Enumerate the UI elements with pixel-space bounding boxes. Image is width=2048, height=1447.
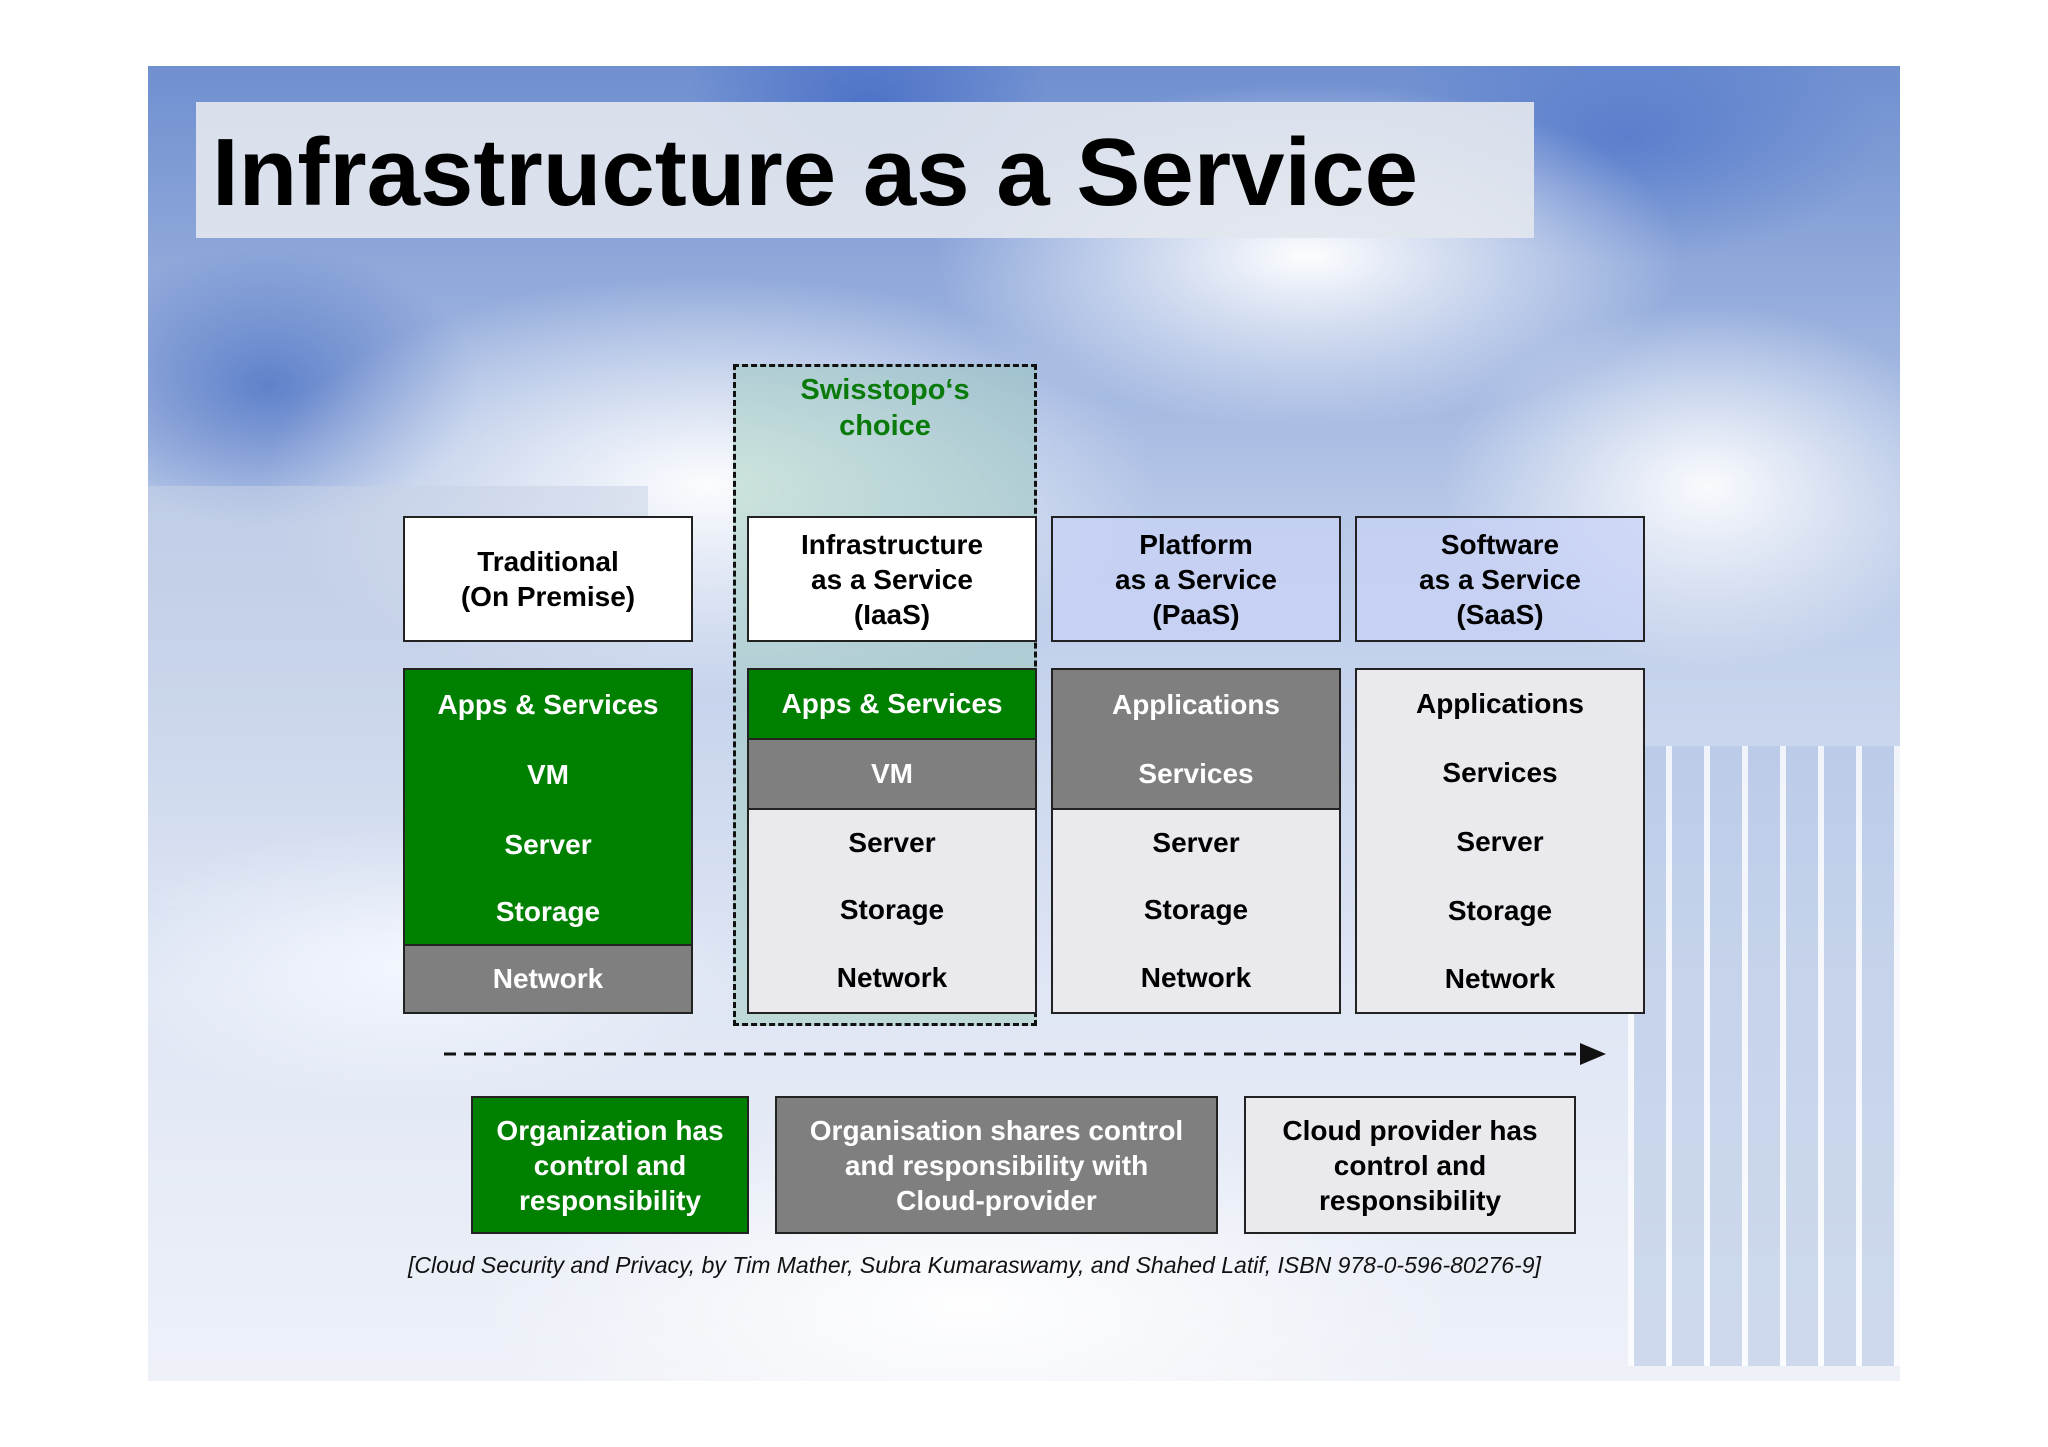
title-band xyxy=(196,102,1534,238)
layer-vm: VM xyxy=(749,738,1035,808)
heading-line: as a Service xyxy=(811,563,973,595)
background-building-right xyxy=(1628,746,1900,1366)
heading-line: Software xyxy=(1440,528,1560,560)
stack-traditional: Apps & Services VM Server Storage Networ… xyxy=(403,668,693,1014)
box-line: responsibility xyxy=(518,1184,702,1216)
layer-storage: Storage xyxy=(749,876,1035,944)
layer-server: Server xyxy=(1053,808,1339,876)
heading-paas: Platform as a Service (PaaS) xyxy=(1051,516,1341,642)
layer-apps-services: Apps & Services xyxy=(749,670,1035,738)
citation: [Cloud Security and Privacy, by Tim Math… xyxy=(408,1252,1541,1278)
box-line: Organization has xyxy=(496,1114,724,1146)
choice-line-2: choice xyxy=(839,410,931,442)
heading-saas: Software as a Service (SaaS) xyxy=(1355,516,1645,642)
layer-network: Network xyxy=(749,944,1035,1012)
box-line: responsibility xyxy=(1318,1184,1502,1216)
layer-applications: Applications xyxy=(1053,670,1339,740)
box-organization-control: Organization has control and responsibil… xyxy=(471,1096,749,1234)
layer-network: Network xyxy=(1357,946,1643,1012)
heading-line: as a Service xyxy=(1115,563,1277,595)
heading-traditional: Traditional (On Premise) xyxy=(403,516,693,642)
layer-storage: Storage xyxy=(1053,876,1339,944)
layer-network: Network xyxy=(1053,944,1339,1012)
box-line: Cloud provider has xyxy=(1282,1114,1538,1146)
arrow-head-icon xyxy=(1580,1043,1606,1065)
stack-iaas: Apps & Services VM Server Storage Networ… xyxy=(747,668,1037,1014)
box-line: control and xyxy=(533,1149,687,1181)
box-shared-control: Organisation shares control and responsi… xyxy=(775,1096,1218,1234)
choice-line-1: Swisstopo‘s xyxy=(800,374,970,406)
box-line: control and xyxy=(1333,1149,1487,1181)
stack-saas: Applications Services Server Storage Net… xyxy=(1355,668,1645,1014)
box-line: Organisation shares control xyxy=(809,1114,1184,1146)
layer-server: Server xyxy=(749,808,1035,876)
responsibility-arrow xyxy=(444,1043,1606,1065)
heading-line: (PaaS) xyxy=(1152,598,1240,630)
layer-storage: Storage xyxy=(1357,876,1643,946)
box-line: Cloud-provider xyxy=(896,1184,1097,1216)
heading-iaas: Infrastructure as a Service (IaaS) xyxy=(747,516,1037,642)
swisstopo-choice-label: Swisstopo‘s choice xyxy=(733,372,1037,444)
layer-apps-services: Apps & Services xyxy=(405,670,691,740)
heading-line: Platform xyxy=(1139,528,1253,560)
heading-line: Traditional xyxy=(477,546,619,577)
layer-applications: Applications xyxy=(1357,670,1643,738)
layer-services: Services xyxy=(1357,738,1643,808)
stack-paas: Applications Services Server Storage Net… xyxy=(1051,668,1341,1014)
box-line: and responsibility with xyxy=(844,1149,1149,1181)
heading-line: (IaaS) xyxy=(853,598,931,630)
heading-line: as a Service xyxy=(1419,563,1581,595)
page-title: Infrastructure as a Service xyxy=(212,119,1418,226)
layer-services: Services xyxy=(1053,740,1339,808)
layer-vm: VM xyxy=(405,740,691,810)
layer-network: Network xyxy=(405,944,691,1012)
box-provider-control: Cloud provider has control and responsib… xyxy=(1244,1096,1576,1234)
heading-line: (On Premise) xyxy=(460,581,636,612)
layer-server: Server xyxy=(1357,808,1643,876)
layer-storage: Storage xyxy=(405,880,691,944)
heading-line: (SaaS) xyxy=(1456,598,1544,630)
heading-line: Infrastructure xyxy=(800,528,984,560)
layer-server: Server xyxy=(405,810,691,880)
